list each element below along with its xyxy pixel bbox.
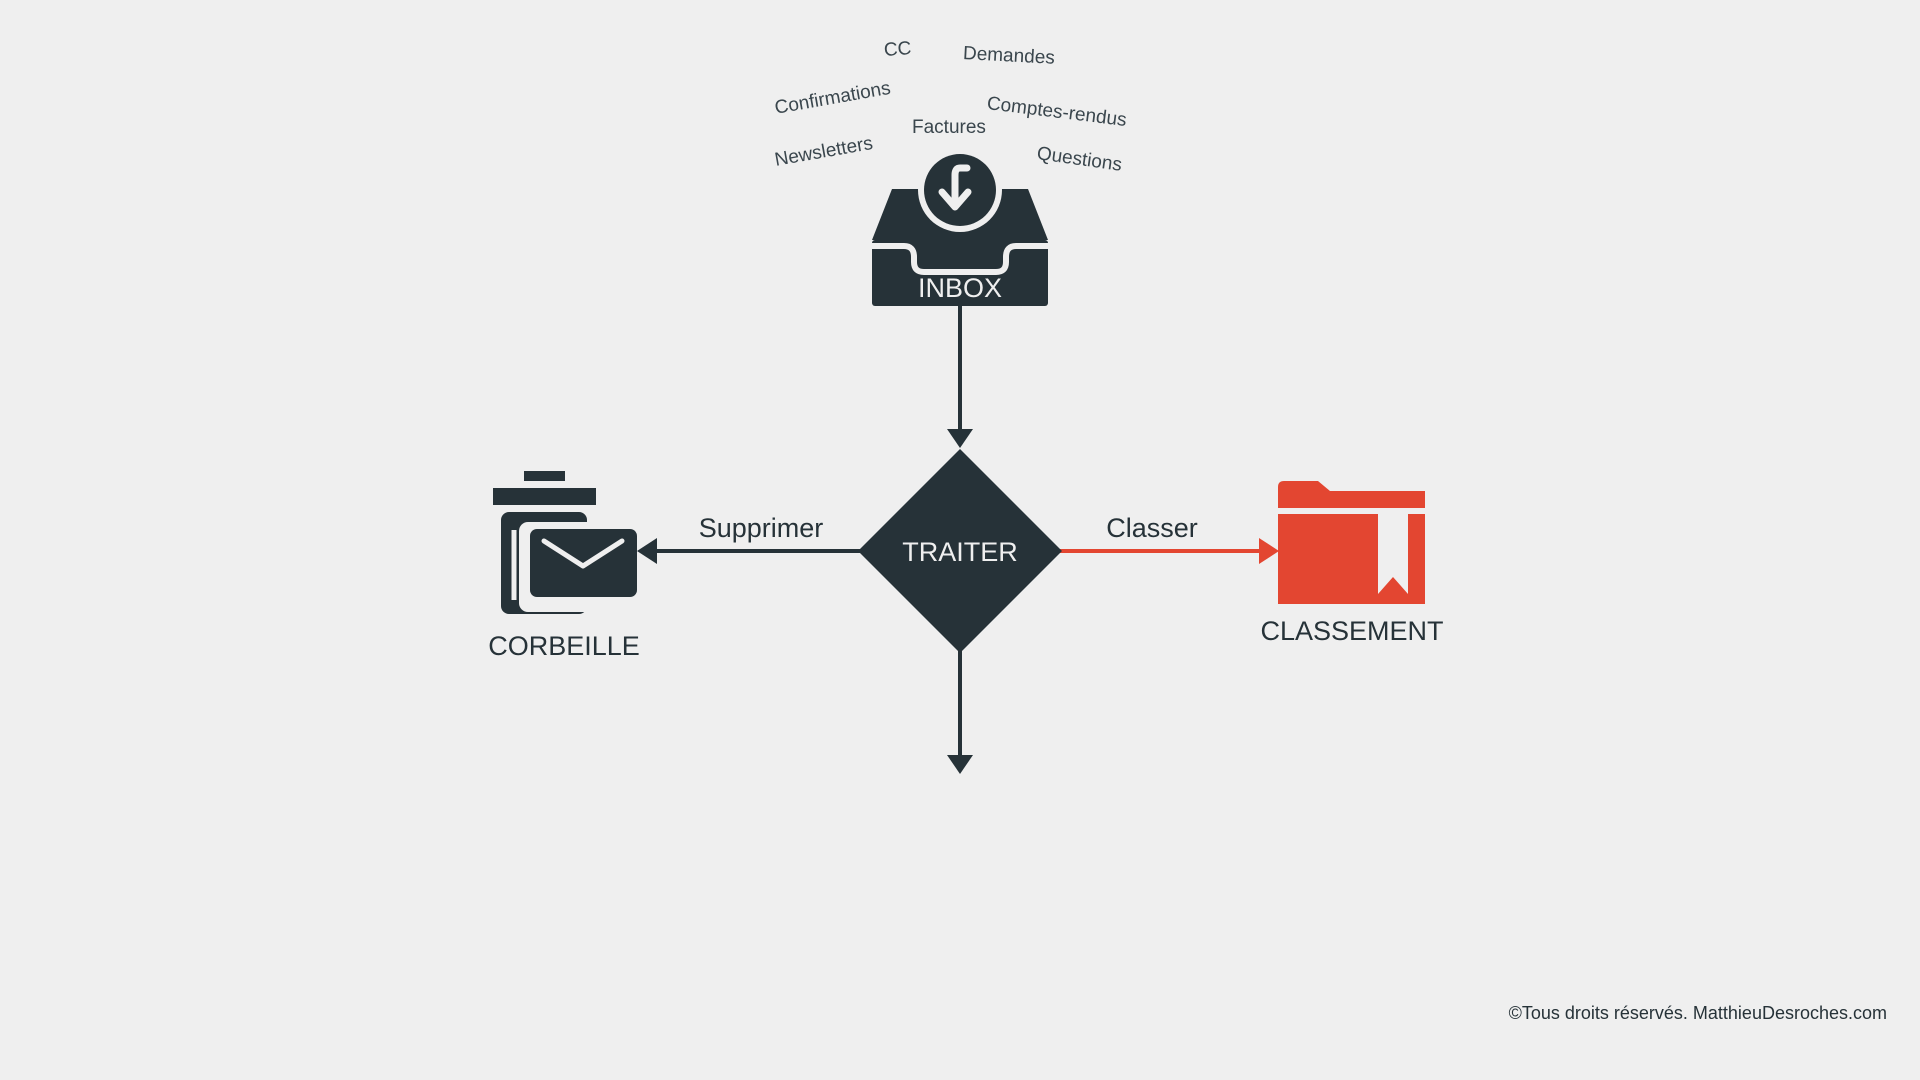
trash-envelope-icon: [493, 471, 637, 614]
traiter-label: TRAITER: [902, 537, 1018, 567]
inbox-node: INBOX: [872, 148, 1048, 306]
arrow-traiter-down: [947, 650, 973, 774]
edge-label-supprimer: Supprimer: [699, 513, 824, 543]
classement-node: CLASSEMENT: [1260, 481, 1444, 646]
tag-factures: Factures: [912, 117, 986, 138]
bookmark-folder-icon: [1278, 481, 1425, 604]
classement-label: CLASSEMENT: [1260, 616, 1443, 646]
corbeille-label: CORBEILLE: [488, 631, 640, 661]
arrow-supprimer: [637, 538, 862, 564]
arrow-classer: [1058, 538, 1279, 564]
inbox-tray-icon: [872, 148, 1048, 306]
arrow-inbox-to-traiter: [947, 306, 973, 448]
edge-label-classer: Classer: [1106, 513, 1198, 543]
inbox-label: INBOX: [918, 273, 1002, 303]
traiter-node: TRAITER: [858, 449, 1062, 653]
corbeille-node: CORBEILLE: [488, 471, 640, 661]
decision-diamond: [858, 449, 1062, 653]
copyright-notice: ©Tous droits réservés. MatthieuDesroches…: [1508, 1003, 1887, 1023]
